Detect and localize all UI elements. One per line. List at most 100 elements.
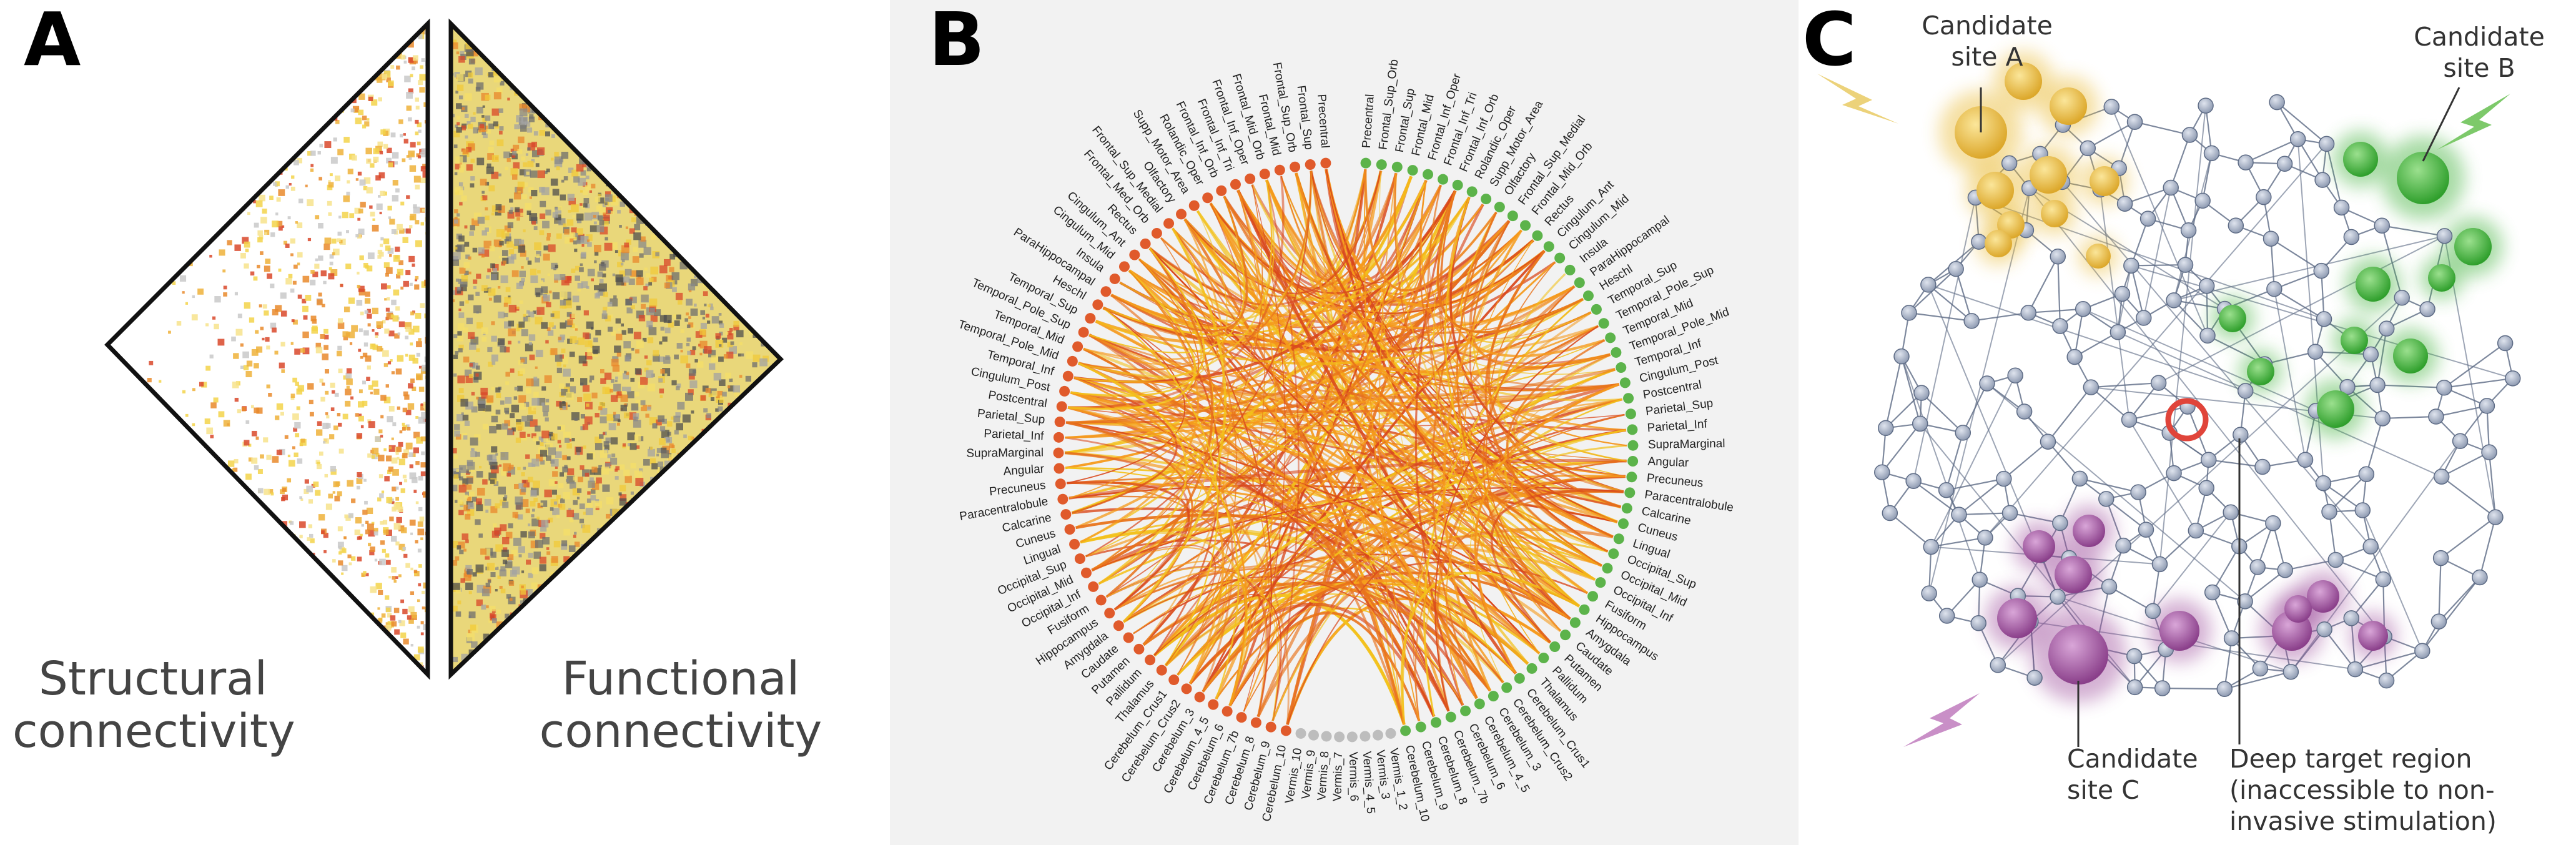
functional-matrix-cell bbox=[709, 201, 714, 206]
structural-matrix-cell bbox=[415, 540, 418, 544]
functional-matrix-cell bbox=[729, 282, 735, 288]
functional-matrix-cell bbox=[715, 166, 719, 170]
functional-matrix-cell bbox=[525, 61, 531, 68]
connection-link bbox=[1210, 202, 1551, 643]
functional-matrix-cell bbox=[711, 114, 716, 119]
structural-matrix-cell bbox=[159, 380, 162, 383]
functional-matrix-cell bbox=[526, 257, 529, 260]
functional-matrix-cell bbox=[652, 606, 656, 610]
functional-matrix-cell bbox=[546, 591, 550, 594]
structural-matrix-cell bbox=[329, 173, 333, 177]
structural-matrix-cell bbox=[276, 136, 282, 141]
structural-matrix-cell bbox=[363, 330, 369, 336]
functional-matrix-cell bbox=[728, 624, 734, 630]
structural-matrix-cell bbox=[213, 397, 219, 403]
structural-matrix-cell bbox=[374, 558, 378, 562]
functional-matrix-cell bbox=[509, 153, 513, 157]
structural-matrix-cell bbox=[330, 382, 335, 388]
functional-matrix-cell bbox=[708, 150, 715, 158]
functional-matrix-cell bbox=[606, 513, 611, 519]
functional-matrix-cell bbox=[731, 429, 735, 433]
functional-matrix-cell bbox=[503, 463, 511, 472]
functional-matrix-cell bbox=[540, 460, 545, 465]
structural-matrix-cell bbox=[296, 82, 302, 87]
structural-matrix-cell bbox=[414, 284, 420, 290]
functional-matrix-cell bbox=[761, 33, 767, 39]
functional-matrix-cell bbox=[619, 581, 623, 585]
panel-a-letter: A bbox=[24, 0, 81, 82]
functional-matrix-cell bbox=[578, 593, 585, 601]
functional-matrix-cell bbox=[562, 401, 565, 404]
functional-matrix-cell bbox=[513, 144, 520, 151]
functional-matrix-cell bbox=[684, 616, 692, 624]
functional-matrix-cell bbox=[693, 103, 699, 110]
structural-matrix-cell bbox=[323, 533, 328, 538]
functional-matrix-cell bbox=[739, 342, 743, 345]
functional-matrix-cell bbox=[702, 476, 706, 480]
functional-matrix-cell bbox=[666, 157, 671, 161]
functional-matrix-cell bbox=[526, 42, 534, 51]
functional-matrix-cell bbox=[754, 441, 759, 445]
functional-matrix-cell bbox=[680, 626, 689, 635]
functional-matrix-cell bbox=[560, 83, 565, 87]
functional-matrix-cell bbox=[671, 416, 674, 420]
structural-matrix-cell bbox=[265, 138, 269, 142]
functional-matrix-cell bbox=[543, 435, 551, 442]
connection-link bbox=[1469, 220, 1609, 553]
functional-matrix-cell bbox=[590, 225, 597, 232]
structural-matrix-cell bbox=[291, 175, 295, 179]
functional-matrix-cell bbox=[631, 46, 638, 52]
functional-matrix-cell bbox=[702, 184, 706, 187]
structural-matrix-cell bbox=[357, 234, 362, 239]
functional-matrix-cell bbox=[729, 572, 736, 578]
functional-matrix-cell bbox=[540, 87, 548, 96]
functional-matrix-cell bbox=[653, 354, 660, 362]
functional-matrix-cell bbox=[560, 498, 565, 503]
structural-matrix-cell bbox=[415, 119, 419, 124]
functional-matrix-cell bbox=[746, 578, 749, 581]
functional-matrix-cell bbox=[767, 456, 772, 462]
functional-matrix-cell bbox=[689, 604, 698, 613]
functional-matrix-cell bbox=[720, 490, 726, 497]
connection-link bbox=[1092, 546, 1228, 684]
functional-matrix-cell bbox=[732, 131, 736, 136]
functional-matrix-cell bbox=[570, 336, 577, 343]
functional-matrix-cell bbox=[760, 299, 766, 304]
functional-matrix-cell bbox=[774, 636, 779, 641]
structural-matrix-cell bbox=[368, 530, 375, 537]
functional-matrix-cell bbox=[659, 559, 666, 566]
functional-matrix-cell bbox=[663, 34, 668, 38]
functional-matrix-cell bbox=[743, 149, 751, 156]
structural-matrix-cell bbox=[387, 205, 392, 210]
functional-matrix-cell bbox=[621, 323, 624, 327]
functional-matrix-cell bbox=[608, 166, 614, 172]
functional-matrix-cell bbox=[552, 189, 560, 196]
functional-matrix-cell bbox=[593, 106, 600, 113]
structural-matrix-cell bbox=[279, 535, 284, 540]
functional-matrix-cell bbox=[504, 495, 508, 498]
functional-matrix-cell bbox=[683, 47, 686, 50]
functional-matrix-cell bbox=[548, 517, 553, 523]
functional-matrix-cell bbox=[641, 405, 648, 412]
structural-matrix-cell bbox=[345, 372, 352, 379]
functional-matrix-cell bbox=[643, 189, 651, 197]
connection-link bbox=[1065, 422, 1290, 725]
structural-matrix-cell bbox=[403, 479, 408, 483]
structural-matrix-cell bbox=[234, 109, 241, 116]
functional-matrix-cell bbox=[649, 277, 654, 282]
functional-matrix-cell bbox=[648, 494, 655, 502]
structural-matrix-cell bbox=[317, 462, 321, 466]
functional-matrix-cell bbox=[763, 267, 769, 272]
structural-matrix-cell bbox=[351, 498, 356, 503]
functional-matrix-cell bbox=[754, 268, 758, 272]
structural-matrix-cell bbox=[257, 488, 264, 493]
connection-link bbox=[1068, 299, 1584, 499]
structural-matrix-cell bbox=[420, 621, 424, 625]
structural-matrix-cell bbox=[317, 299, 323, 305]
structural-matrix-cell bbox=[406, 92, 413, 99]
functional-matrix-cell bbox=[661, 177, 668, 184]
functional-matrix-cell bbox=[570, 600, 576, 606]
functional-matrix-cell bbox=[708, 234, 716, 241]
functional-matrix-cell bbox=[666, 540, 669, 544]
functional-matrix-cell bbox=[493, 523, 497, 528]
